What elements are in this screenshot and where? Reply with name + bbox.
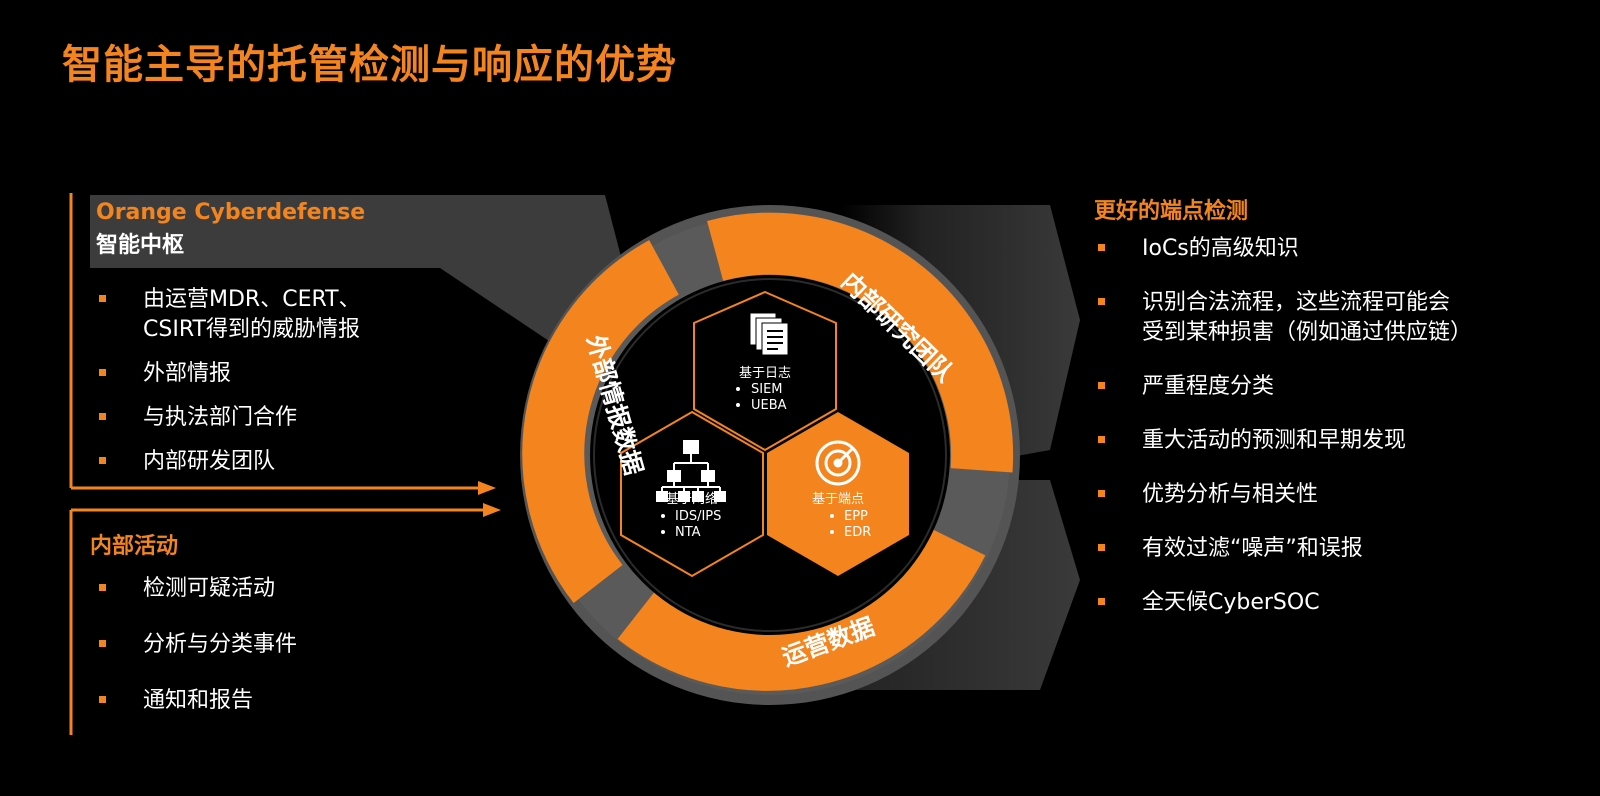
- list-item: 内部研发团队: [99, 447, 361, 477]
- endpoint-detection-title: 更好的端点检测: [1094, 199, 1249, 224]
- brand-name: Orange Cyberdefense: [96, 200, 366, 225]
- hex-logs: [693, 290, 837, 452]
- page-title: 智能主导的托管检测与响应的优势: [62, 42, 677, 88]
- list-item: 外部情报: [99, 359, 361, 389]
- ring-segment-left: [522, 240, 680, 604]
- hex-endpoint-title: 基于端点: [812, 492, 864, 507]
- list-item: 由运营MDR、CERT、: [99, 285, 361, 315]
- list-item: 全天候CyberSOC: [1097, 588, 1472, 618]
- list-item: 识别合法流程，这些流程可能会: [1097, 288, 1472, 318]
- list-item: 优势分析与相关性: [1097, 480, 1472, 510]
- hex-endpoint-item: EDR: [844, 525, 871, 540]
- hex-network-item: IDS/IPS: [675, 509, 721, 524]
- hex-logs-item: UEBA: [751, 398, 787, 413]
- radar-icon: [815, 440, 861, 486]
- benefits-list: IoCs的高级知识 识别合法流程，这些流程可能会 受到某种损害（例如通过供应链）…: [1097, 234, 1473, 642]
- list-item: 检测可疑活动: [98, 574, 297, 604]
- list-item: 与执法部门合作: [99, 403, 361, 433]
- network-hierarchy-icon: [656, 440, 726, 502]
- hex-logs-title: 基于日志: [739, 366, 791, 381]
- hex-logs-item: SIEM: [751, 382, 783, 397]
- documents-icon: [749, 312, 789, 356]
- list-item: 通知和报告: [98, 686, 297, 716]
- list-item: 有效过滤“噪声”和误报: [1097, 534, 1472, 564]
- intel-list: 由运营MDR、CERT、 CSIRT得到的威胁情报 外部情报 与执法部门合作 内…: [99, 285, 361, 491]
- hex-endpoint-item: EPP: [844, 509, 868, 524]
- left-band: [90, 195, 640, 345]
- list-item: 严重程度分类: [1097, 372, 1472, 402]
- hex-endpoint: [767, 412, 909, 576]
- left-top-header: Orange Cyberdefense 智能中枢: [96, 200, 365, 259]
- list-item: IoCs的高级知识: [1097, 234, 1472, 264]
- hub-subtitle: 智能中枢: [96, 233, 185, 258]
- hex-network-item: NTA: [675, 525, 701, 540]
- list-item: 分析与分类事件: [98, 630, 297, 660]
- arrow-right-1: [478, 481, 496, 495]
- list-item: 重大活动的预测和早期发现: [1097, 426, 1472, 456]
- list-item-continued: CSIRT得到的威胁情报: [143, 317, 360, 342]
- hex-network-title: 基于网络: [666, 491, 718, 507]
- list-item-continued: 受到某种损害（例如通过供应链）: [1142, 320, 1473, 345]
- internal-activities-title: 内部活动: [90, 534, 179, 559]
- internal-activities-list: 检测可疑活动 分析与分类事件 通知和报告: [98, 574, 297, 742]
- arrow-right-2: [483, 503, 501, 517]
- ring-segment-bottom: [617, 527, 986, 691]
- ring-segment-top: [707, 212, 1014, 473]
